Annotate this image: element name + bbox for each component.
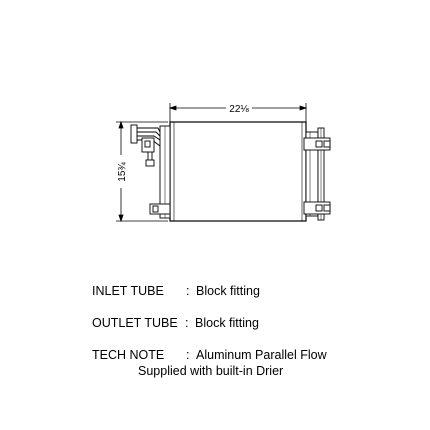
width-dimension-label: 22⅛ bbox=[229, 104, 249, 115]
tech-note-label: TECH NOTE bbox=[92, 348, 165, 362]
tech-note-value-line2: Supplied with built-in Drier bbox=[138, 364, 284, 378]
receiver-drier bbox=[303, 127, 331, 221]
outlet-tube-value: Block fitting bbox=[195, 316, 259, 330]
inlet-outlet-tubes bbox=[130, 124, 161, 167]
tech-note-value: Aluminum Parallel Flow bbox=[196, 348, 327, 362]
width-dimension bbox=[168, 103, 308, 122]
left-header-tank bbox=[149, 125, 171, 219]
condenser-diagram: 22⅛ 15¾ bbox=[116, 103, 331, 223]
height-dimension bbox=[116, 120, 168, 223]
inlet-tube-value: Block fitting bbox=[196, 284, 260, 298]
outlet-tube-label: OUTLET TUBE bbox=[92, 316, 178, 330]
outlet-tube-separator: : bbox=[185, 316, 189, 330]
height-dimension-label: 15¾ bbox=[117, 162, 128, 182]
inlet-tube-label: INLET TUBE bbox=[92, 284, 164, 298]
tech-note-separator: : bbox=[186, 348, 190, 362]
inlet-tube-separator: : bbox=[186, 284, 190, 298]
condenser-core bbox=[169, 121, 307, 222]
